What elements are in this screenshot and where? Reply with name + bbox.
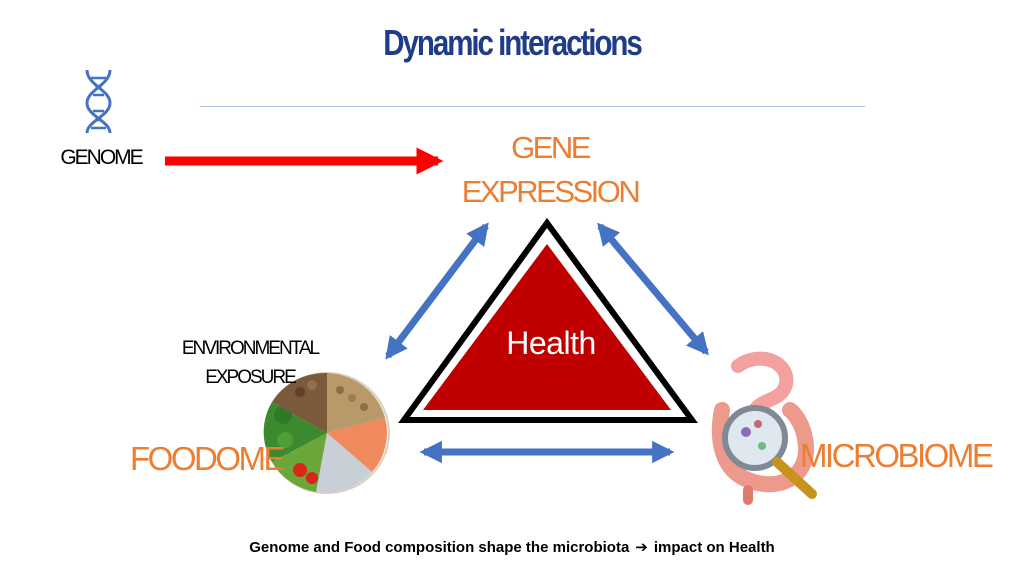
health-triangle	[423, 244, 671, 410]
foodome-label: FOODOME	[130, 440, 286, 477]
caption: Genome and Food composition shape the mi…	[0, 538, 1024, 556]
environmental-line1: ENVIRONMENTAL	[181, 338, 320, 359]
dna-icon	[85, 69, 112, 134]
gene-expression-line1: GENE	[511, 130, 591, 165]
caption-arrow-icon: ➔	[635, 538, 648, 556]
microbiome-label: MICROBIOME	[800, 437, 994, 474]
caption-text-after: impact on Health	[653, 539, 775, 556]
genome-label: GENOME	[60, 146, 143, 169]
page-title: Dynamic interactions	[383, 22, 643, 63]
caption-text-before: Genome and Food composition shape the mi…	[249, 539, 630, 556]
food-plate-icon	[263, 372, 390, 494]
gene-expression-label: GENE EXPRESSION	[440, 126, 660, 214]
health-label: Health	[506, 325, 596, 361]
environmental-line2: EXPOSURE	[205, 367, 297, 388]
intestine-magnifier-icon	[711, 351, 817, 505]
title-divider	[200, 106, 865, 107]
expression-foodome-arrow	[385, 222, 489, 360]
expression-microbiome-arrow	[597, 222, 709, 356]
environmental-exposure-label: ENVIRONMENTAL EXPOSURE	[165, 334, 335, 392]
gene-expression-line2: EXPRESSION	[461, 174, 641, 209]
